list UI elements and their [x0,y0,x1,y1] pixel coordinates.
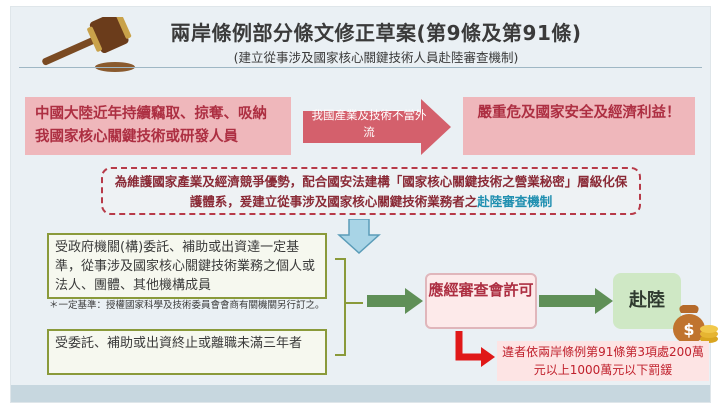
policy-emphasis: 赴陸審查機制 [477,194,553,209]
down-arrow-icon [337,219,381,255]
penalty-box: 違者依兩岸條例第91條第3項處200萬元以上1000萬元以下罰鍰 [497,341,709,381]
elbow-arrow-icon [455,331,495,367]
outflow-arrow [303,99,451,155]
threat-box: 中國大陸近年持續竊取、掠奪、吸納我國家核心關鍵技術或研發人員 [25,97,291,155]
policy-box: 為維護國家產業及經濟競爭優勢，配合國安法建構「國家核心關鍵技術之營業秘密」層級化… [101,167,641,215]
gavel-icon [42,17,135,72]
slide: 兩岸條例部分條文修正草案(第9條及第91條) (建立從事涉及國家核心關鍵技術人員… [10,6,718,403]
travel-to-mainland-box: 赴陸 [613,273,681,329]
policy-text: 為維護國家產業及經濟競爭優勢，配合國安法建構「國家核心關鍵技術之營業秘密」層級化… [114,174,628,209]
subject-box-former: 受委託、補助或出資終止或離職未滿三年者 [47,329,327,375]
subject-box-funded: 受政府機關(構)委託、補助或出資達一定基準，從事涉及國家核心關鍵技術業務之個人或… [47,233,327,299]
review-approval-box: 應經審查會許可 [425,273,537,329]
threshold-note: ＊一定基準：授權國家科學及技術委員會會商有關機關另行訂之。 [49,300,325,311]
impact-box: 嚴重危及國家安全及經濟利益！ [463,97,695,155]
coin-stack-icon [700,325,718,343]
footer-band [11,385,710,402]
flow-arrow-icon [367,288,423,314]
money-bag-icon: $ [673,305,718,344]
outflow-arrow-label: 我國產業及技術不當外流 [311,108,427,139]
page-title: 兩岸條例部分條文修正草案(第9條及第91條) [170,21,582,45]
title-divider [19,67,702,68]
flow-arrow-icon [539,288,613,314]
page-subtitle: (建立從事涉及國家核心關鍵技術人員赴陸審查機制) [233,50,519,65]
merge-bracket [335,258,363,356]
svg-text:$: $ [683,320,694,339]
